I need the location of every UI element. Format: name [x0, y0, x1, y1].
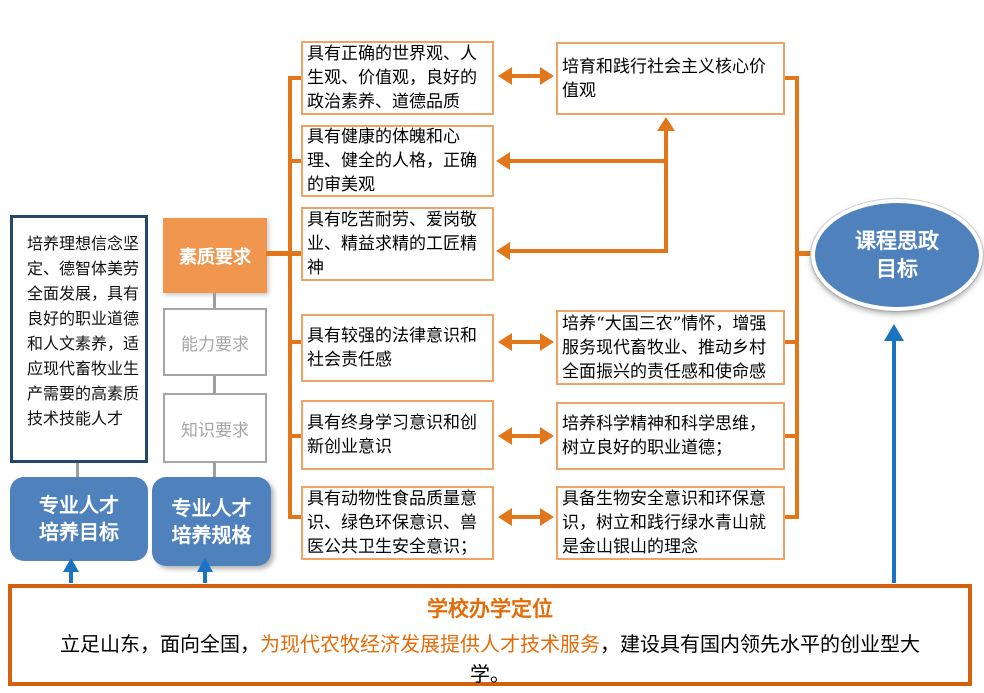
- left-stub-line: [288, 340, 301, 344]
- double-arrow-icon: [498, 67, 554, 85]
- talent-training-goal-box: 专业人才 培养目标: [10, 477, 148, 561]
- course-ideology-goal-ellipse: 课程思政 目标: [811, 199, 983, 311]
- outcome-item-box: 培养科学精神和科学思维，树立良好的职业道德；: [556, 402, 785, 470]
- school-positioning-title: 学校办学定位: [427, 597, 553, 621]
- double-arrow-right-head: [540, 508, 554, 526]
- double-arrow-icon: [498, 508, 554, 526]
- double-arrow-right-head: [540, 333, 554, 351]
- positioning-text-highlight: 为现代农牧经济发展提供人才技术服务: [260, 632, 600, 656]
- up-arrow-icon: [884, 324, 904, 341]
- double-arrow-left-head: [498, 333, 512, 351]
- elbow-vertical-line: [664, 129, 668, 253]
- left-arrow-icon: [496, 152, 510, 170]
- quality-item-text: 具有正确的世界观、人生观、价值观，良好的政治素养、道德品质: [307, 44, 477, 112]
- ability-requirement-label: 能力要求: [181, 334, 249, 355]
- left-stub-line: [288, 515, 301, 519]
- outcome-item-box: 培育和践行社会主义核心价值观: [556, 42, 785, 115]
- quality-item-text: 具有吃苦耐劳、爱岗敬业、精益求精的工匠精神: [307, 210, 477, 278]
- talent-training-spec-label: 专业人才 培养规格: [171, 495, 252, 547]
- right-spine-line: [795, 78, 799, 519]
- left-stub-line: [288, 159, 301, 163]
- quality-box-connector-line: [266, 251, 301, 256]
- double-arrow-right-head: [540, 67, 554, 85]
- left-stub-line: [288, 434, 301, 438]
- connector-quality-to-ability: [213, 293, 216, 308]
- course-ideology-goal-label: 课程思政 目标: [855, 229, 939, 281]
- school-positioning-box: 学校办学定位 立足山东，面向全国，为现代农牧经济发展提供人才技术服务，建设具有国…: [8, 584, 972, 686]
- right-stub-line: [785, 340, 799, 344]
- right-stub-line: [785, 515, 799, 519]
- outcome-item-text: 培养科学精神和科学思维，树立良好的职业道德；: [562, 414, 766, 458]
- outcome-item-box: 培养“大国三农”情怀，增强服务现代畜牧业、推动乡村全面振兴的责任感和使命感: [556, 310, 785, 385]
- quality-item-box: 具有动物性食品质量意识、绿色环保意识、兽医公共卫生安全意识；: [301, 486, 494, 560]
- quality-item-text: 具有终身学习意识和创新创业意识: [307, 413, 477, 457]
- left-arrow-icon: [496, 242, 510, 260]
- double-arrow-icon: [498, 333, 554, 351]
- up-arrow-icon: [657, 117, 675, 131]
- knowledge-requirement-label: 知识要求: [181, 420, 249, 441]
- talent-goal-description-text: 培养理想信念坚定、德智体美劳全面发展，具有良好的职业道德和人文素养，适应现代畜牧…: [27, 234, 140, 428]
- double-arrow-shaft: [508, 74, 544, 78]
- left-spine-line: [288, 78, 292, 519]
- double-arrow-right-head: [540, 427, 554, 445]
- double-arrow-left-head: [498, 67, 512, 85]
- quality-item-text: 具有较强的法律意识和社会责任感: [307, 326, 477, 370]
- quality-item-box: 具有健康的体魄和心理、健全的人格，正确的审美观: [301, 125, 494, 197]
- right-stub-line: [785, 434, 799, 438]
- double-arrow-shaft: [508, 340, 544, 344]
- ellipse-connector-line: [795, 251, 814, 256]
- quality-item-box: 具有终身学习意识和创新创业意识: [301, 400, 494, 470]
- quality-item-box: 具有吃苦耐劳、爱岗敬业、精益求精的工匠精神: [301, 207, 494, 281]
- outcome-item-box: 具备生物安全意识和环保意识，树立和践行绿水青山就是金山银山的理念: [556, 486, 785, 560]
- double-arrow-shaft: [508, 515, 544, 519]
- up-arrow-icon: [63, 558, 79, 572]
- quality-item-box: 具有正确的世界观、人生观、价值观，良好的政治素养、道德品质: [301, 41, 494, 115]
- quality-requirement-label: 素质要求: [179, 246, 251, 268]
- double-arrow-icon: [498, 427, 554, 445]
- up-arrow-icon: [197, 558, 213, 572]
- quality-requirement-box: 素质要求: [163, 218, 267, 293]
- ability-requirement-box: 能力要求: [163, 308, 267, 376]
- knowledge-requirement-box: 知识要求: [163, 393, 267, 463]
- connector-goalbox-to-bluebox: [76, 463, 79, 477]
- double-arrow-shaft: [508, 434, 544, 438]
- elbow-branch-line: [510, 159, 668, 163]
- elbow-branch-line: [510, 249, 668, 253]
- quality-item-text: 具有动物性食品质量意识、绿色环保意识、兽医公共卫生安全意识；: [307, 489, 477, 557]
- talent-training-spec-box: 专业人才 培养规格: [152, 477, 271, 566]
- talent-training-goal-label: 专业人才 培养目标: [39, 493, 119, 544]
- blue-arrow-shaft: [203, 570, 207, 583]
- positioning-text-post: ，建设具有国内领先水平的创业型大学。: [470, 632, 920, 686]
- blue-arrow-shaft: [69, 570, 73, 583]
- quality-item-text: 具有健康的体魄和心理、健全的人格，正确的审美观: [307, 127, 477, 195]
- outcome-item-text: 培养“大国三农”情怀，增强服务现代畜牧业、推动乡村全面振兴的责任感和使命感: [562, 313, 767, 382]
- left-stub-line: [288, 76, 301, 80]
- connector-knowledge-to-spec: [213, 463, 216, 477]
- double-arrow-left-head: [498, 508, 512, 526]
- outcome-item-text: 培育和践行社会主义核心价值观: [562, 56, 766, 101]
- right-stub-line: [785, 76, 799, 80]
- double-arrow-left-head: [498, 427, 512, 445]
- blue-arrow-shaft: [892, 339, 896, 583]
- connector-ability-to-knowledge: [213, 376, 216, 393]
- talent-goal-description-box: 培养理想信念坚定、德智体美劳全面发展，具有良好的职业道德和人文素养，适应现代畜牧…: [10, 215, 148, 463]
- positioning-text-pre: 立足山东，面向全国，: [60, 632, 260, 656]
- outcome-item-text: 具备生物安全意识和环保意识，树立和践行绿水青山就是金山银山的理念: [562, 489, 766, 557]
- quality-item-box: 具有较强的法律意识和社会责任感: [301, 314, 494, 382]
- school-positioning-text: 立足山东，面向全国，为现代农牧经济发展提供人才技术服务，建设具有国内领先水平的创…: [12, 629, 968, 689]
